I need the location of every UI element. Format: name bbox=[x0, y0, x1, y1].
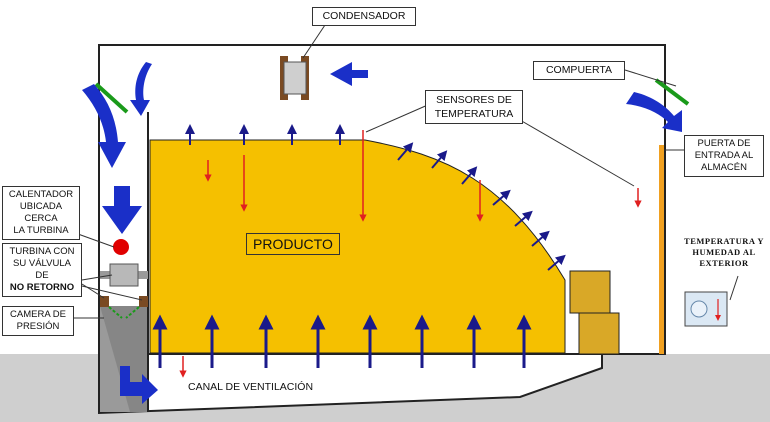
box-top bbox=[569, 270, 611, 314]
door-label-line1: PUERTA DE bbox=[697, 138, 751, 149]
exterior-label-line1: TEMPERATURA Y bbox=[684, 236, 764, 246]
turbine bbox=[109, 263, 139, 287]
flow-arrow-top-left bbox=[130, 62, 152, 116]
airflow-slope-arrows bbox=[397, 142, 566, 271]
flow-arrow-chamber-exit bbox=[120, 366, 158, 404]
exterior-sensor-dial bbox=[690, 300, 708, 318]
exterior-label-line3: EXTERIOR bbox=[699, 258, 749, 268]
product-label: PRODUCTO bbox=[246, 233, 340, 255]
damper-label: COMPUERTA bbox=[533, 61, 625, 80]
airflow-up-arrows-bottom bbox=[152, 314, 532, 368]
callout-lines bbox=[73, 21, 739, 319]
flow-arrow-outlet-right bbox=[626, 92, 682, 132]
door-label: PUERTA DE ENTRADA AL ALMACÉN bbox=[684, 135, 764, 177]
heater-label: CALENTADOR UBICADA CERCA LA TURBINA bbox=[2, 186, 80, 240]
turbine-label: TURBINA CON SU VÁLVULA DE NO RETORNO bbox=[2, 243, 82, 297]
valve-block-left bbox=[100, 296, 109, 307]
turbine-label-line1: TURBINA CON bbox=[9, 246, 75, 257]
turbine-label-line3: NO RETORNO bbox=[9, 282, 75, 293]
box-bottom bbox=[578, 312, 620, 355]
pressure-chamber-label-line1: CAMERA DE bbox=[10, 309, 66, 320]
heater bbox=[113, 239, 129, 255]
airflow-up-arrows-top bbox=[185, 124, 345, 145]
door-label-line3: ALMACÉN bbox=[701, 162, 747, 173]
flow-arrow-inlet-left bbox=[82, 84, 126, 168]
valve-block-right bbox=[139, 296, 148, 307]
sensors-label: SENSORES DE TEMPERATURA bbox=[425, 90, 523, 124]
damper-left bbox=[94, 82, 129, 114]
pressure-chamber-label: CAMERA DE PRESIÓN bbox=[2, 306, 74, 336]
door-label-line2: ENTRADA AL bbox=[694, 150, 754, 161]
product-pile bbox=[149, 139, 566, 354]
heater-label-line2: UBICADA CERCA bbox=[19, 201, 63, 224]
valve-flap-left bbox=[108, 306, 123, 319]
turbine-label-line2: SU VÁLVULA DE bbox=[13, 258, 71, 281]
entrance-door bbox=[659, 145, 664, 354]
pressure-chamber-label-line2: PRESIÓN bbox=[16, 321, 60, 332]
damper-right bbox=[654, 78, 690, 106]
condenser-label: CONDENSADOR bbox=[312, 7, 416, 26]
exterior-label: TEMPERATURA Y HUMEDAD AL EXTERIOR bbox=[680, 236, 768, 269]
ventilation-channel-label: CANAL DE VENTILACIÓN bbox=[188, 381, 314, 393]
sensors-label-line2: TEMPERATURA bbox=[434, 108, 514, 120]
temperature-sensors bbox=[179, 130, 642, 378]
flow-arrow-top-center bbox=[330, 62, 368, 86]
heater-label-line3: LA TURBINA bbox=[13, 225, 69, 236]
condenser-body bbox=[283, 61, 307, 95]
flow-arrow-down bbox=[102, 186, 142, 234]
valve-flap-right bbox=[125, 306, 140, 319]
exterior-label-line2: HUMEDAD AL bbox=[692, 247, 756, 257]
sensors-label-line1: SENSORES DE bbox=[436, 94, 512, 106]
heater-label-line1: CALENTADOR bbox=[8, 189, 74, 200]
